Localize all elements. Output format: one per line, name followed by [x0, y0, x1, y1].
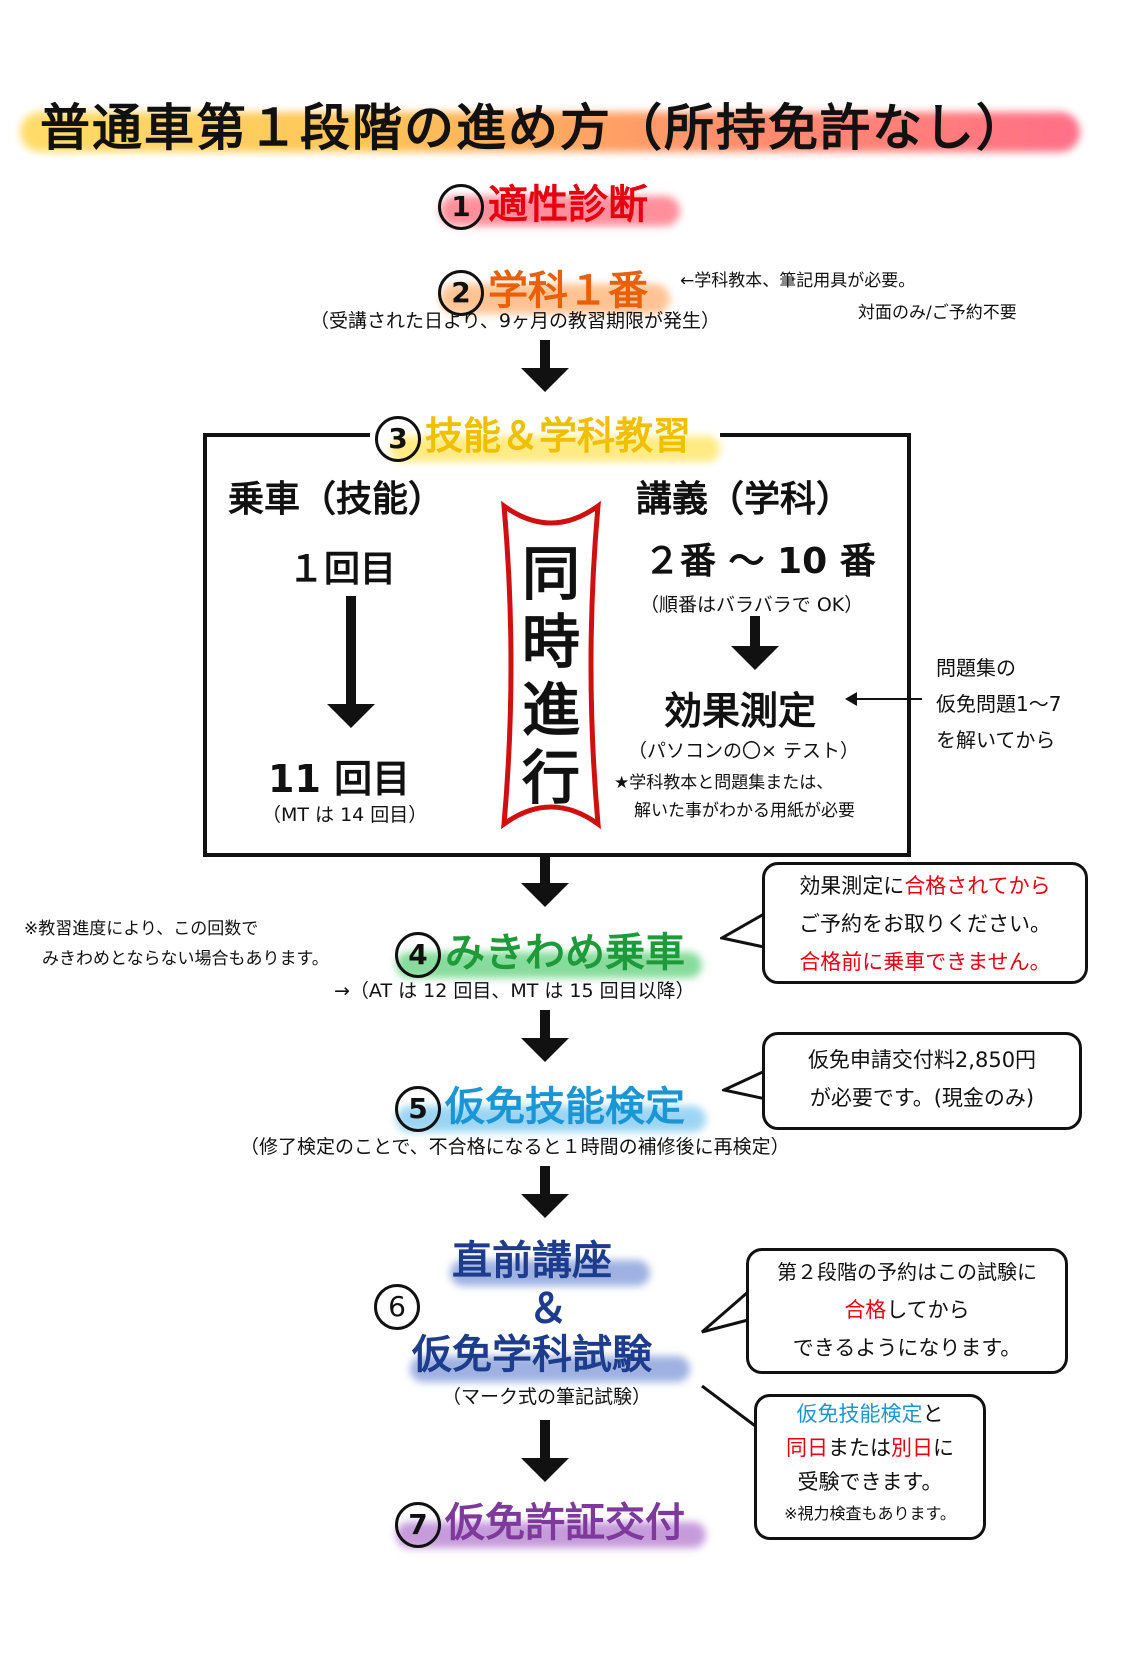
step-5-sub: （修了検定のことで、不合格になると１時間の補修後に再検定） [240, 1136, 790, 1158]
step-label: 仮免技能検定 [445, 1084, 685, 1130]
practical-end: 11 回目 [268, 757, 411, 801]
requirement-2: 解いた事がわかる用紙が必要 [634, 801, 855, 821]
effect-test: 効果測定 [664, 689, 817, 733]
callout-text: ※視力検査もあります。 [784, 1504, 956, 1523]
step-4-side-1: ※教習進度により、この回数で [24, 919, 259, 939]
side-note-1: 問題集の [936, 656, 1016, 680]
step-6-number: 6 [374, 1284, 420, 1330]
practical-note: （MT は 14 回目） [262, 804, 428, 826]
callout-step-6: 第２段階の予約はこの試験に 合格してから できるようになります。 [746, 1248, 1068, 1374]
step-number: 4 [395, 932, 441, 978]
step-number: 5 [395, 1086, 441, 1132]
callout-text: 受験できます。 [797, 1470, 943, 1494]
lecture-range: ２番 ～ 10 番 [644, 541, 876, 582]
lecture-title: 講義（学科） [636, 479, 853, 520]
char: 同 [521, 540, 580, 608]
side-note-2: 仮免問題1～7 [936, 692, 1062, 716]
callout-text: と [922, 1402, 944, 1426]
callout-step-5: 仮免申請交付料2,850円 が必要です。(現金のみ) [762, 1032, 1082, 1130]
practical-start: １回目 [288, 549, 397, 590]
step-6-label-2: 仮免学科試験 [412, 1332, 652, 1378]
callout-text: 別日 [891, 1436, 933, 1460]
callout-text: 効果測定に [799, 874, 905, 898]
step-label: 学科１番 [488, 268, 648, 314]
callout-text: 第２段階の予約はこの試験に [777, 1260, 1037, 1284]
step-6-label-1: 直前講座 [452, 1238, 612, 1284]
char: 進 [521, 676, 580, 744]
callout-text: 仮免技能検定 [796, 1402, 923, 1426]
callout-text: 合格されてから [904, 874, 1051, 898]
step-6-sub: （マーク式の筆記試験） [442, 1386, 652, 1408]
simultaneous-text: 同 時 進 行 [516, 540, 586, 812]
step-label: みきわめ乗車 [445, 930, 685, 976]
step-number: 1 [438, 184, 484, 230]
step-number: 3 [375, 415, 421, 462]
step-number: 2 [438, 270, 484, 316]
step-label: 仮免許証交付 [445, 1500, 685, 1546]
callout-step-4: 効果測定に合格されてから ご予約をお取りください。 合格前に乗車できません。 [762, 862, 1088, 984]
practical-title: 乗車（技能） [228, 479, 445, 520]
callout-text: ご予約をお取りください。 [799, 912, 1051, 936]
step-4-sub: →（AT は 12 回目、MT は 15 回目以降） [334, 980, 695, 1002]
callout-text: または [828, 1436, 891, 1460]
char: 行 [521, 744, 580, 812]
lecture-note: （順番はバラバラで OK） [640, 594, 864, 616]
callout-text: 仮免申請交付料2,850円 [807, 1048, 1037, 1072]
effect-test-note: （パソコンの〇× テスト） [628, 740, 859, 762]
simultaneous-banner [501, 500, 601, 830]
callout-text: に [933, 1436, 954, 1460]
callout-step-7: 仮免技能検定と 同日または別日に 受験できます。 ※視力検査もあります。 [754, 1394, 986, 1540]
step-2-sub: （受講された日より、9ヶ月の教習期限が発生） [310, 310, 720, 332]
step-label: 適性診断 [488, 182, 648, 228]
step-4-side-2: みきわめとならない場合もあります。 [42, 949, 329, 969]
callout-text: 同日 [786, 1436, 828, 1460]
char: 時 [521, 608, 580, 676]
step-2-note: ←学科教本、筆記用具が必要。 [680, 271, 916, 291]
page-title: 普通車第１段階の進め方（所持免許なし） [40, 99, 1028, 157]
step-label: 技能＆学科教習 [425, 414, 692, 458]
step-2-note2: 対面のみ/ご予約不要 [858, 303, 1017, 323]
side-note-3: を解いてから [936, 728, 1056, 752]
step-number: 7 [395, 1502, 441, 1548]
callout-text: 合格前に乗車できません。 [799, 950, 1051, 974]
callout-text: 合格 [844, 1298, 887, 1322]
requirement-1: ★学科教本と問題集または、 [614, 773, 834, 793]
callout-text: できるようになります。 [792, 1336, 1022, 1360]
step-6-amp: ＆ [528, 1286, 568, 1332]
left-arrow-icon [850, 698, 922, 700]
callout-text: が必要です。(現金のみ) [809, 1086, 1035, 1110]
callout-text: してから [886, 1298, 970, 1322]
